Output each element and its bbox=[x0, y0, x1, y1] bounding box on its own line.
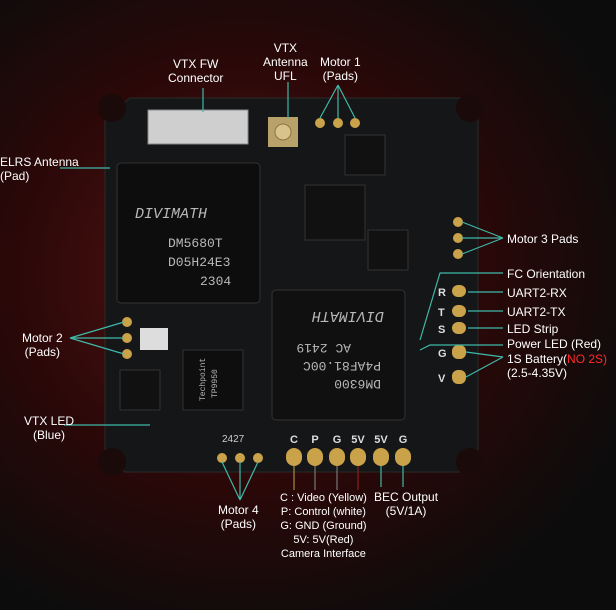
svg-text:2304: 2304 bbox=[200, 274, 231, 289]
label-line: BEC Output bbox=[374, 490, 439, 504]
svg-text:5V: 5V bbox=[351, 434, 365, 446]
label-line: (5V/1A) bbox=[385, 504, 427, 518]
svg-text:Techpoint: Techpoint bbox=[199, 358, 208, 401]
label-line: P: Control (white) bbox=[280, 506, 366, 518]
label-battery: 1S Battery(NO 2S) (2.5-4.35V) bbox=[507, 352, 607, 380]
svg-text:G: G bbox=[399, 434, 408, 446]
svg-text:V: V bbox=[438, 373, 446, 385]
label-fc-orientation: FC Orientation bbox=[507, 267, 586, 281]
label-motor4: Motor 4 (Pads) bbox=[218, 503, 259, 531]
label-line: (Pads) bbox=[322, 69, 359, 83]
label-line: (Pads) bbox=[24, 345, 61, 359]
label-line: Motor 2 bbox=[22, 331, 63, 345]
label-uart2-tx: UART2-TX bbox=[507, 305, 566, 319]
svg-text:DIVIMATH: DIVIMATH bbox=[135, 206, 207, 223]
label-elrs-antenna: ELRS Antenna (Pad) bbox=[0, 155, 79, 183]
label-camera-interface: C : Video (Yellow) P: Control (white) G:… bbox=[280, 491, 367, 561]
svg-text:G: G bbox=[438, 348, 447, 360]
label-line: Camera Interface bbox=[280, 548, 366, 560]
label-line: VTX bbox=[273, 41, 298, 55]
svg-text:TP9950: TP9950 bbox=[211, 369, 220, 398]
chip-dm6300 bbox=[271, 289, 406, 421]
svg-text:P4AF81.00C: P4AF81.00C bbox=[303, 358, 381, 373]
svg-text:DM5680T: DM5680T bbox=[168, 236, 223, 251]
svg-text:R: R bbox=[438, 287, 446, 299]
label-line: (Pads) bbox=[220, 517, 257, 531]
label-uart2-rx: UART2-RX bbox=[507, 286, 567, 300]
label-line: Motor 1 bbox=[320, 55, 361, 69]
pointer-lines bbox=[60, 82, 504, 501]
label-vtx-led: VTX LED (Blue) bbox=[24, 414, 74, 442]
svg-text:C: C bbox=[290, 434, 298, 446]
label-motor1: Motor 1 (Pads) bbox=[320, 55, 361, 83]
label-line: (2.5-4.35V) bbox=[507, 366, 568, 380]
label-vtx-antenna: VTX Antenna UFL bbox=[263, 41, 308, 83]
label-line: C : Video (Yellow) bbox=[280, 492, 367, 504]
vtx-fw-connector bbox=[147, 109, 249, 145]
label-motor3: Motor 3 Pads bbox=[507, 232, 579, 246]
label-line: UFL bbox=[274, 69, 297, 83]
label-line: Connector bbox=[168, 71, 224, 85]
svg-text:S: S bbox=[438, 324, 445, 336]
label-led-strip: LED Strip bbox=[507, 322, 559, 336]
label-line: Motor 4 bbox=[218, 503, 259, 517]
label-line: ELRS Antenna bbox=[0, 155, 79, 169]
label-line: VTX LED bbox=[24, 414, 75, 428]
svg-text:DIVIMATH: DIVIMATH bbox=[312, 307, 384, 324]
battery-text: 1S Battery( bbox=[507, 352, 568, 366]
label-power-led: Power LED (Red) bbox=[507, 337, 602, 351]
label-line: (Blue) bbox=[33, 428, 66, 442]
label-line: 1S Battery(NO 2S) bbox=[507, 352, 607, 366]
label-vtx-fw-connector: VTX FW Connector bbox=[168, 57, 223, 85]
chip-dm5680t bbox=[116, 162, 261, 304]
label-motor2: Motor 2 (Pads) bbox=[22, 331, 63, 359]
label-line: G: GND (Ground) bbox=[280, 520, 367, 532]
svg-text:T: T bbox=[438, 307, 445, 319]
svg-text:2427: 2427 bbox=[222, 434, 245, 445]
svg-text:D05H24E3: D05H24E3 bbox=[168, 255, 230, 270]
label-line: 5V: 5V(Red) bbox=[293, 534, 354, 546]
label-line: (Pad) bbox=[0, 169, 30, 183]
chip-tp9950 bbox=[182, 349, 244, 411]
battery-warning: NO 2S) bbox=[567, 352, 608, 366]
label-bec-output: BEC Output (5V/1A) bbox=[374, 490, 438, 518]
svg-text:DM6300: DM6300 bbox=[334, 376, 381, 391]
svg-text:G: G bbox=[333, 434, 342, 446]
label-line: VTX FW bbox=[173, 57, 219, 71]
svg-text:P: P bbox=[311, 434, 318, 446]
svg-text:5V: 5V bbox=[374, 434, 388, 446]
svg-text:AC 2419: AC 2419 bbox=[296, 340, 351, 355]
label-line: Antenna bbox=[263, 55, 308, 69]
